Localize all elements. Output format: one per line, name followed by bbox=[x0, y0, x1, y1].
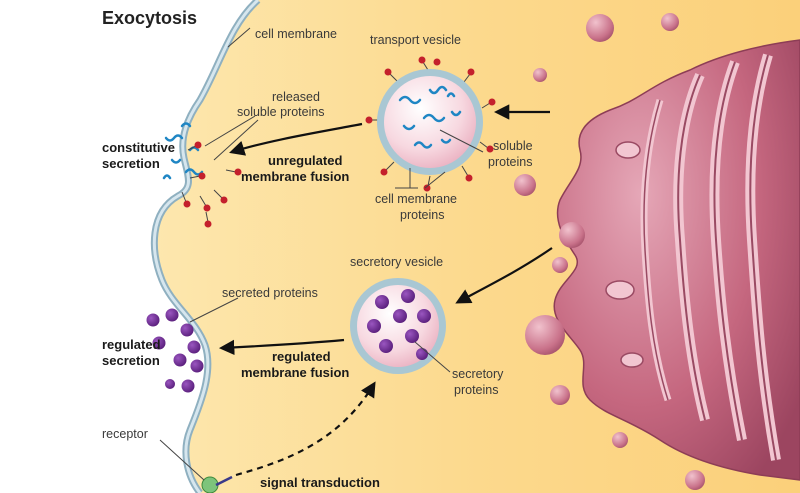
label-unregulated-1: unregulated bbox=[268, 153, 342, 168]
label-constitutive-1: constitutive bbox=[102, 140, 175, 155]
secretory-vesicle bbox=[350, 278, 446, 374]
cell-membrane-inner bbox=[152, 0, 259, 493]
label-cell-membrane: cell membrane bbox=[255, 27, 337, 41]
leader-lines bbox=[159, 27, 484, 481]
diagram-title: Exocytosis bbox=[102, 8, 197, 28]
label-regulated-secretion-1: regulated bbox=[102, 337, 161, 352]
arrow-regulated-fusion bbox=[218, 338, 345, 356]
golgi-apparatus bbox=[553, 39, 800, 481]
secreted-proteins bbox=[146, 308, 204, 393]
label-soluble-1: soluble bbox=[493, 139, 533, 153]
label-secretory-proteins-2: proteins bbox=[454, 383, 498, 397]
label-regulated-fusion-2: membrane fusion bbox=[241, 365, 349, 380]
label-secreted-proteins: secreted proteins bbox=[222, 286, 318, 300]
label-transport-vesicle: transport vesicle bbox=[370, 33, 461, 47]
label-constitutive-2: secretion bbox=[102, 156, 160, 171]
label-released-1: released bbox=[272, 90, 320, 104]
arrow-unregulated-fusion bbox=[229, 122, 363, 156]
arrow-signal-transduction bbox=[235, 381, 376, 477]
receptor bbox=[201, 475, 233, 493]
label-secretory-proteins-1: secretory bbox=[452, 367, 504, 381]
membrane-proteins bbox=[181, 141, 242, 228]
label-receptor: receptor bbox=[102, 427, 148, 441]
transport-vesicle bbox=[365, 56, 496, 192]
arrow-golgi-to-secretory bbox=[455, 247, 553, 304]
label-cmp-2: proteins bbox=[400, 208, 444, 222]
label-released-2: soluble proteins bbox=[237, 105, 325, 119]
label-cmp-1: cell membrane bbox=[375, 192, 457, 206]
label-regulated-fusion-1: regulated bbox=[272, 349, 331, 364]
label-signal-transduction: signal transduction bbox=[260, 475, 380, 490]
label-soluble-2: proteins bbox=[488, 155, 532, 169]
label-secretory-vesicle: secretory vesicle bbox=[350, 255, 443, 269]
golgi-buds bbox=[514, 13, 705, 490]
label-regulated-secretion-2: secretion bbox=[102, 353, 160, 368]
label-unregulated-2: membrane fusion bbox=[241, 169, 349, 184]
